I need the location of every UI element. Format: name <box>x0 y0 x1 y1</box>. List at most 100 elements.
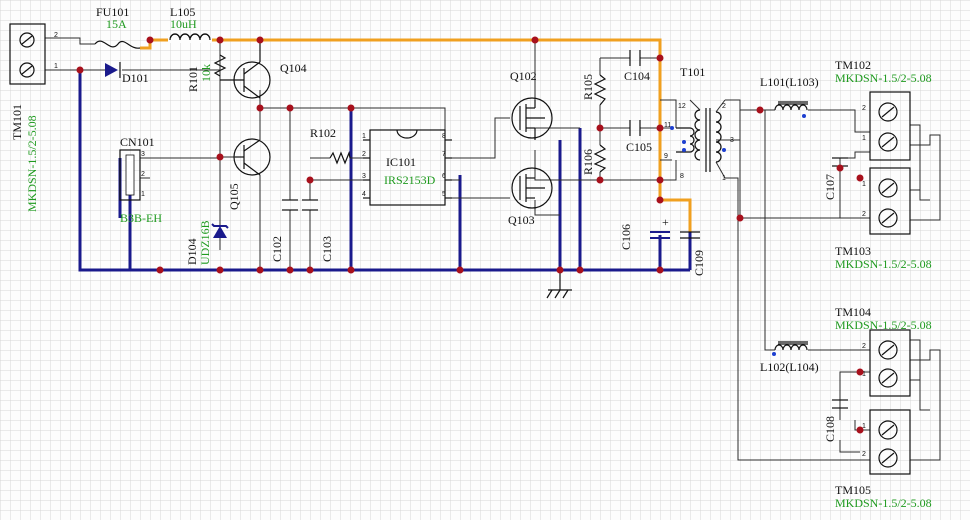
resistor-icon <box>593 144 607 173</box>
tm104-terminal[interactable]: 2 1 TM104 MKDSN-1.5/2-5.08 <box>835 305 932 397</box>
l105-inductor[interactable]: L105 10uH <box>168 5 212 43</box>
q102-mosfet[interactable]: Q102 <box>510 69 553 140</box>
pin-number: 1 <box>862 371 866 378</box>
pin-number: 1 <box>722 175 726 182</box>
fuse-icon <box>94 40 141 49</box>
tm102-ref: TM102 <box>835 58 871 72</box>
pin-number: 3 <box>141 151 145 158</box>
ground-bus <box>78 70 692 272</box>
tm103-part: MKDSN-1.5/2-5.08 <box>835 257 932 271</box>
pin-number: 1 <box>362 133 366 140</box>
t101-ref: T101 <box>680 65 705 79</box>
resistor-icon <box>329 150 351 165</box>
pin-number: 12 <box>678 103 686 110</box>
l102-inductor[interactable]: L102(L104) <box>760 341 819 374</box>
q103-mosfet[interactable]: Q103 <box>508 167 553 227</box>
q102-ref: Q102 <box>510 69 537 83</box>
tm103-terminal[interactable]: 1 2 TM103 MKDSN-1.5/2-5.08 <box>835 167 932 271</box>
tm105-terminal[interactable]: 1 2 TM105 MKDSN-1.5/2-5.08 <box>835 409 932 510</box>
screw-terminal-icon <box>869 167 911 235</box>
c105-ref: C105 <box>626 140 652 154</box>
svg-text:+: + <box>662 215 669 229</box>
ic101-ref: IC101 <box>386 155 416 169</box>
pin-number: 2 <box>54 32 58 39</box>
q105-transistor[interactable]: Q105 <box>227 138 271 210</box>
pin-number: 2 <box>862 343 866 350</box>
r101-resistor[interactable]: R101 10k <box>186 54 227 92</box>
c106-capacitor[interactable]: + C106 <box>619 215 670 250</box>
tm105-part: MKDSN-1.5/2-5.08 <box>835 496 932 510</box>
tm104-part: MKDSN-1.5/2-5.08 <box>835 318 932 332</box>
r102-resistor[interactable]: R102 <box>310 126 351 165</box>
npn-transistor-icon <box>233 138 271 176</box>
c108-ref: C108 <box>823 416 837 442</box>
pin-number: 3 <box>362 173 366 180</box>
pin-number: 5 <box>442 191 446 198</box>
tm102-terminal[interactable]: 2 1 TM102 MKDSN-1.5/2-5.08 <box>835 58 932 161</box>
mosfet-icon <box>511 167 553 209</box>
pin-number: 6 <box>442 173 446 180</box>
r105-ref: R105 <box>581 74 595 100</box>
c109-capacitor[interactable]: C109 <box>680 231 706 276</box>
fu101-value: 15A <box>106 17 127 31</box>
r102-ref: R102 <box>310 126 336 140</box>
junctions <box>76 36 864 434</box>
pin-number: 2 <box>722 103 726 110</box>
diode-icon <box>105 63 118 77</box>
d104-zener[interactable]: D104 UDZ16B <box>185 220 229 265</box>
tm105-ref: TM105 <box>835 483 871 497</box>
cn101-ref: CN101 <box>120 135 155 149</box>
d101-diode[interactable]: D101 <box>105 62 149 85</box>
r101-value: 10k <box>199 64 213 82</box>
pin-number: 1 <box>862 423 866 430</box>
q104-ref: Q104 <box>280 61 307 75</box>
mosfet-icon <box>511 97 553 139</box>
tm101-part: MKDSN-1.5/2-5.08 <box>25 115 39 212</box>
screw-terminal-icon <box>869 329 911 397</box>
t101-transformer[interactable]: 12 11 9 8 2 3 1 T101 <box>664 65 734 182</box>
c107-ref: C107 <box>823 174 837 200</box>
pin-number: 1 <box>54 63 58 70</box>
cn101-connector[interactable]: 3 2 1 CN101 B3B-EH <box>119 135 162 225</box>
pin-number: 2 <box>862 211 866 218</box>
c104-capacitor[interactable]: C104 <box>624 50 650 83</box>
l105-ref: L105 <box>170 5 195 19</box>
tm101-terminal[interactable]: 2 1 TM101 MKDSN-1.5/2-5.08 <box>9 23 58 212</box>
c102-capacitor[interactable]: C102 <box>270 199 298 262</box>
c103-capacitor[interactable]: C103 <box>302 199 334 262</box>
r106-resistor[interactable]: R106 <box>581 144 607 175</box>
tm104-ref: TM104 <box>835 305 871 319</box>
inductor-icon <box>774 344 808 351</box>
r106-ref: R106 <box>581 149 595 175</box>
tm102-part: MKDSN-1.5/2-5.08 <box>835 71 932 85</box>
inductor-icon <box>774 104 808 111</box>
pin-number: 8 <box>680 173 684 180</box>
screw-terminal-icon <box>869 409 911 475</box>
pin-number: 7 <box>442 151 446 158</box>
q104-transistor[interactable]: Q104 <box>220 40 307 99</box>
d104-value: UDZ16B <box>198 220 212 265</box>
ic101-chip[interactable]: 1 2 3 4 8 7 6 5 IC101 IRS2153D <box>362 129 452 206</box>
tm103-ref: TM103 <box>835 244 871 258</box>
pin-number: 2 <box>141 171 145 178</box>
pin-number: 4 <box>362 191 366 198</box>
transformer-icon <box>694 109 701 161</box>
c105-capacitor[interactable]: C105 <box>626 120 652 154</box>
l101-inductor[interactable]: L101(L103) <box>760 75 819 118</box>
c103-ref: C103 <box>320 236 334 262</box>
pin-number: 11 <box>664 122 671 129</box>
c107-capacitor[interactable]: C107 <box>823 157 848 200</box>
r101-ref: R101 <box>186 66 200 92</box>
fu101-fuse[interactable]: FU101 15A <box>94 5 141 49</box>
c108-capacitor[interactable]: C108 <box>823 399 848 442</box>
wires <box>45 37 941 461</box>
q105-ref: Q105 <box>227 183 241 210</box>
r105-resistor[interactable]: R105 <box>581 74 607 106</box>
c109-ref: C109 <box>692 250 706 276</box>
tm101-ref: TM101 <box>10 104 24 140</box>
c106-ref: C106 <box>619 224 633 250</box>
l102-ref: L102(L104) <box>760 360 819 374</box>
l105-value: 10uH <box>170 17 197 31</box>
